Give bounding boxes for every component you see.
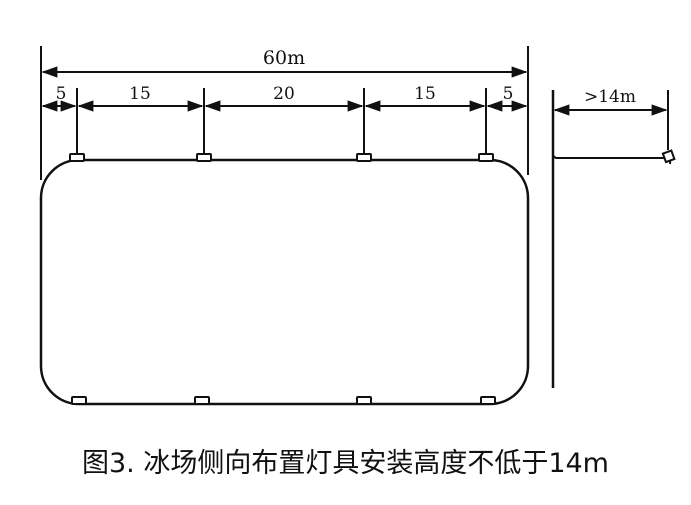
segment-label-3: 20 bbox=[273, 84, 295, 104]
ice-rink-outline bbox=[39, 158, 530, 406]
light-fixture bbox=[194, 396, 210, 405]
segment-label-4: 15 bbox=[414, 84, 436, 104]
overall-dimension-label: 60m bbox=[263, 47, 305, 69]
light-fixture bbox=[480, 396, 496, 405]
light-fixtures-bottom bbox=[71, 396, 496, 405]
height-dimension-label: >14m bbox=[584, 87, 636, 107]
light-fixture bbox=[356, 153, 372, 162]
bracket-fixture bbox=[661, 149, 676, 164]
light-fixture bbox=[196, 153, 212, 162]
extension-lines bbox=[40, 46, 529, 180]
segment-label-2: 15 bbox=[129, 84, 151, 104]
figure-caption: 图3. 冰场侧向布置灯具安装高度不低于14m bbox=[81, 448, 609, 479]
segment-label-5: 5 bbox=[503, 84, 514, 104]
light-bracket-arm bbox=[552, 155, 672, 165]
segment-label-1: 5 bbox=[56, 84, 67, 104]
light-fixture bbox=[69, 153, 85, 162]
light-fixture bbox=[71, 396, 87, 405]
light-fixture bbox=[356, 396, 372, 405]
light-fixture bbox=[478, 153, 494, 162]
light-fixtures-top bbox=[69, 153, 494, 162]
